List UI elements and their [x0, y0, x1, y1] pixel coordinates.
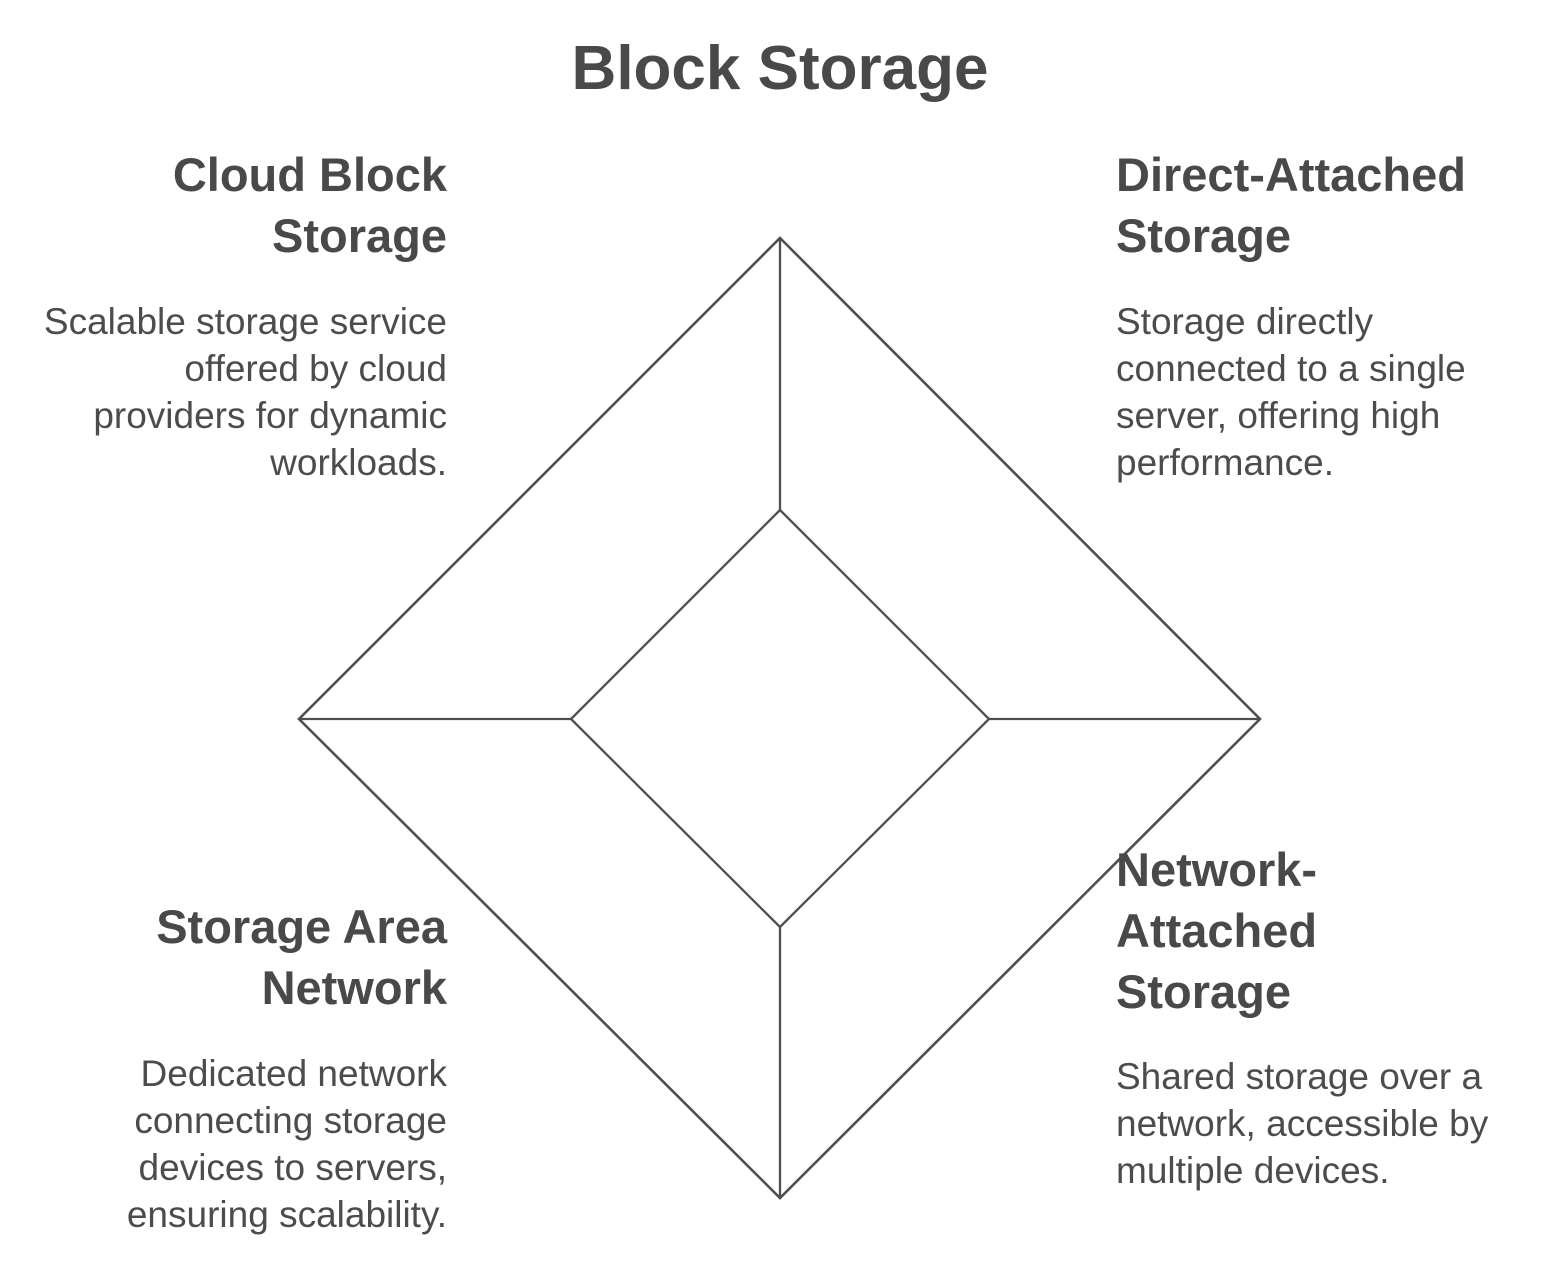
- diagram-title: Block Storage: [571, 34, 989, 103]
- inner-diamond-shape: [569, 508, 991, 929]
